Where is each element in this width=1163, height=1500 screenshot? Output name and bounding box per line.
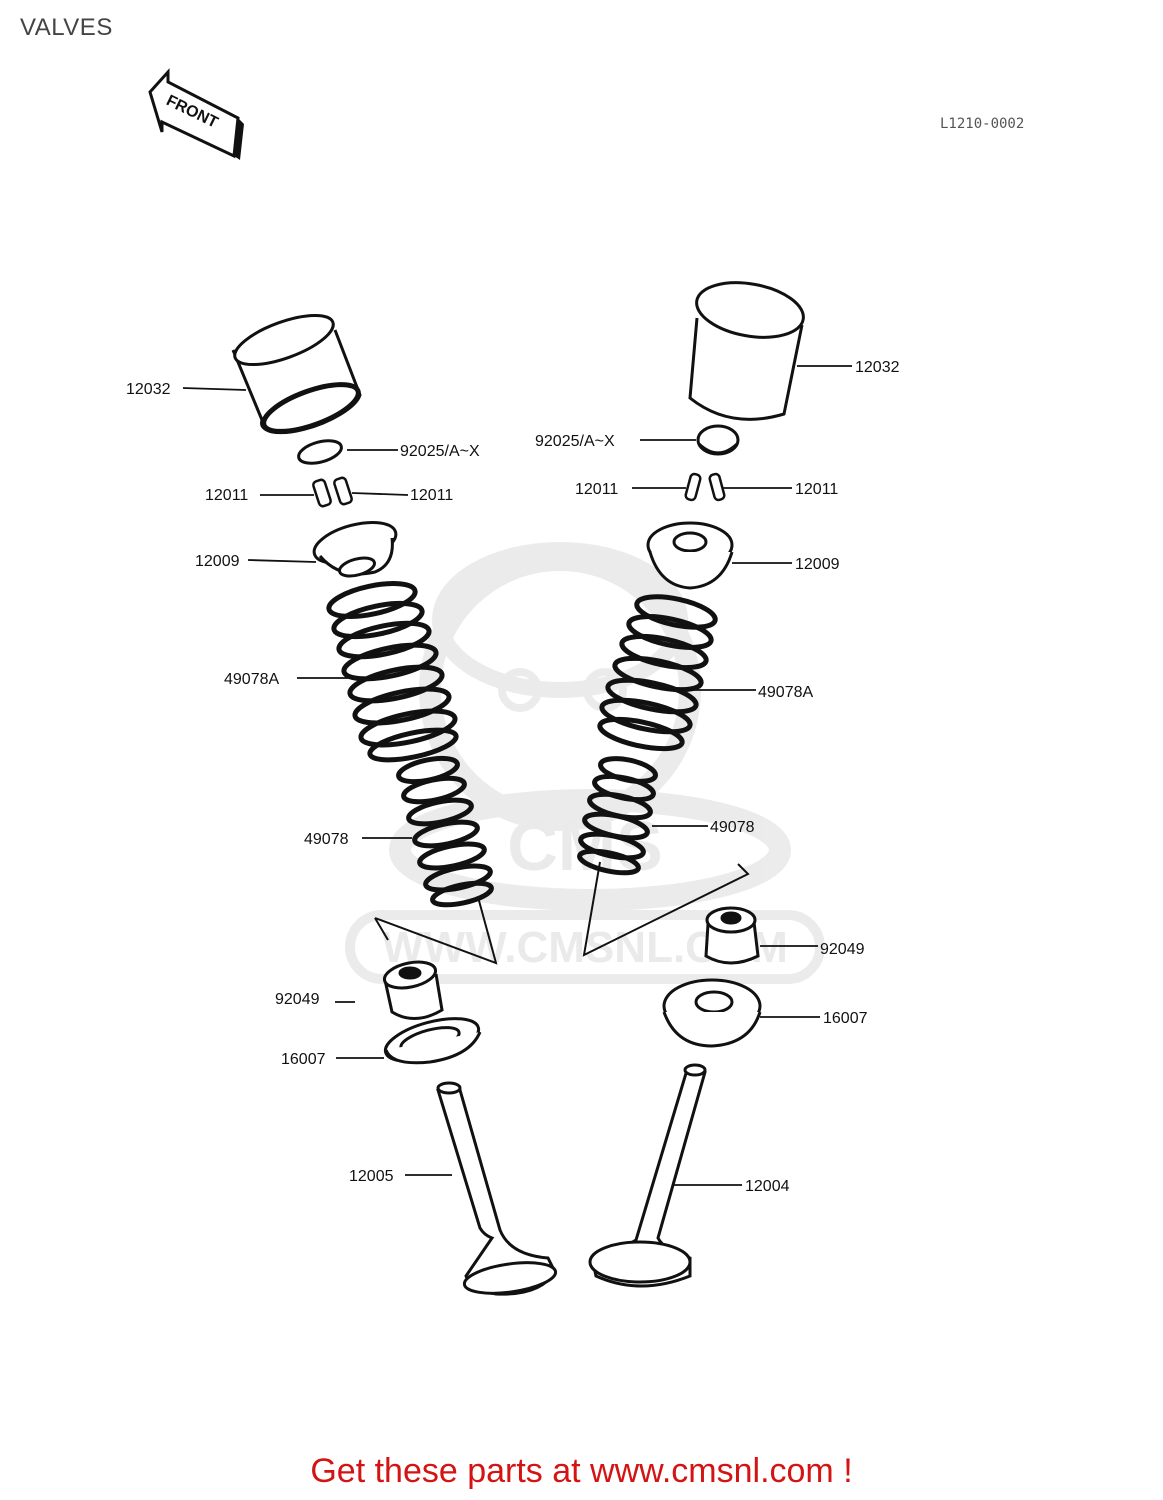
spring-retainer-right — [646, 521, 734, 590]
diagram-reference-code: L1210-0002 — [940, 116, 1025, 132]
exhaust-valve — [436, 1081, 558, 1296]
inner-spring-right — [577, 756, 658, 876]
label-keeper-left-b: 12011 — [410, 487, 453, 504]
get-parts-link-text[interactable]: Get these parts at www.cmsnl.com ! — [310, 1452, 853, 1490]
label-keeper-right-a: 12011 — [575, 481, 618, 498]
label-spring-retainer-left: 12009 — [195, 553, 240, 570]
label-spring-seat-right: 16007 — [823, 1010, 868, 1027]
label-spring-seat-left: 16007 — [281, 1051, 326, 1068]
spring-seat-right — [662, 978, 762, 1048]
outer-spring-right — [597, 594, 718, 752]
inner-spring-left — [396, 755, 494, 908]
page-title: VALVES — [20, 14, 113, 41]
valve-keepers-right — [684, 472, 726, 502]
valve-keepers-left — [312, 476, 353, 508]
label-intake-valve: 12004 — [745, 1178, 790, 1195]
spring-seat-left — [383, 1017, 482, 1065]
label-keeper-right-b: 12011 — [795, 481, 838, 498]
valve-lifter-left — [231, 313, 362, 435]
group-bracket-left — [374, 896, 498, 965]
spring-retainer-left — [312, 520, 398, 578]
leader-lines — [182, 365, 852, 1186]
label-valve-lifter-right: 12032 — [855, 359, 900, 376]
valve-lifter-right — [688, 281, 805, 421]
label-exhaust-valve: 12005 — [349, 1168, 394, 1185]
stem-seal-right — [704, 906, 760, 965]
label-outer-spring-left: 49078A — [224, 671, 279, 688]
front-direction-arrow: FRONT — [148, 68, 244, 160]
stem-seal-left — [382, 960, 444, 1020]
label-inner-spring-right: 49078 — [710, 819, 755, 836]
label-keeper-left-a: 12011 — [205, 487, 248, 504]
part-labels: 12032 92025/A~X 12011 12011 12009 49078A… — [126, 359, 900, 1195]
intake-valve — [588, 1063, 707, 1288]
outer-spring-left — [326, 581, 459, 763]
label-valve-shim-left: 92025/A~X — [400, 443, 480, 460]
label-inner-spring-left: 49078 — [304, 831, 349, 848]
label-valve-shim-right: 92025/A~X — [535, 433, 615, 450]
group-bracket-right — [582, 861, 750, 957]
label-valve-lifter-left: 12032 — [126, 381, 171, 398]
label-spring-retainer-right: 12009 — [795, 556, 840, 573]
label-outer-spring-right: 49078A — [758, 684, 813, 701]
valve-shim-left — [297, 439, 343, 465]
valve-shim-right — [696, 424, 740, 456]
label-stem-seal-right: 92049 — [820, 941, 865, 958]
label-stem-seal-left: 92049 — [275, 991, 320, 1008]
get-parts-link[interactable]: Get these parts at www.cmsnl.com ! — [0, 1452, 1163, 1491]
